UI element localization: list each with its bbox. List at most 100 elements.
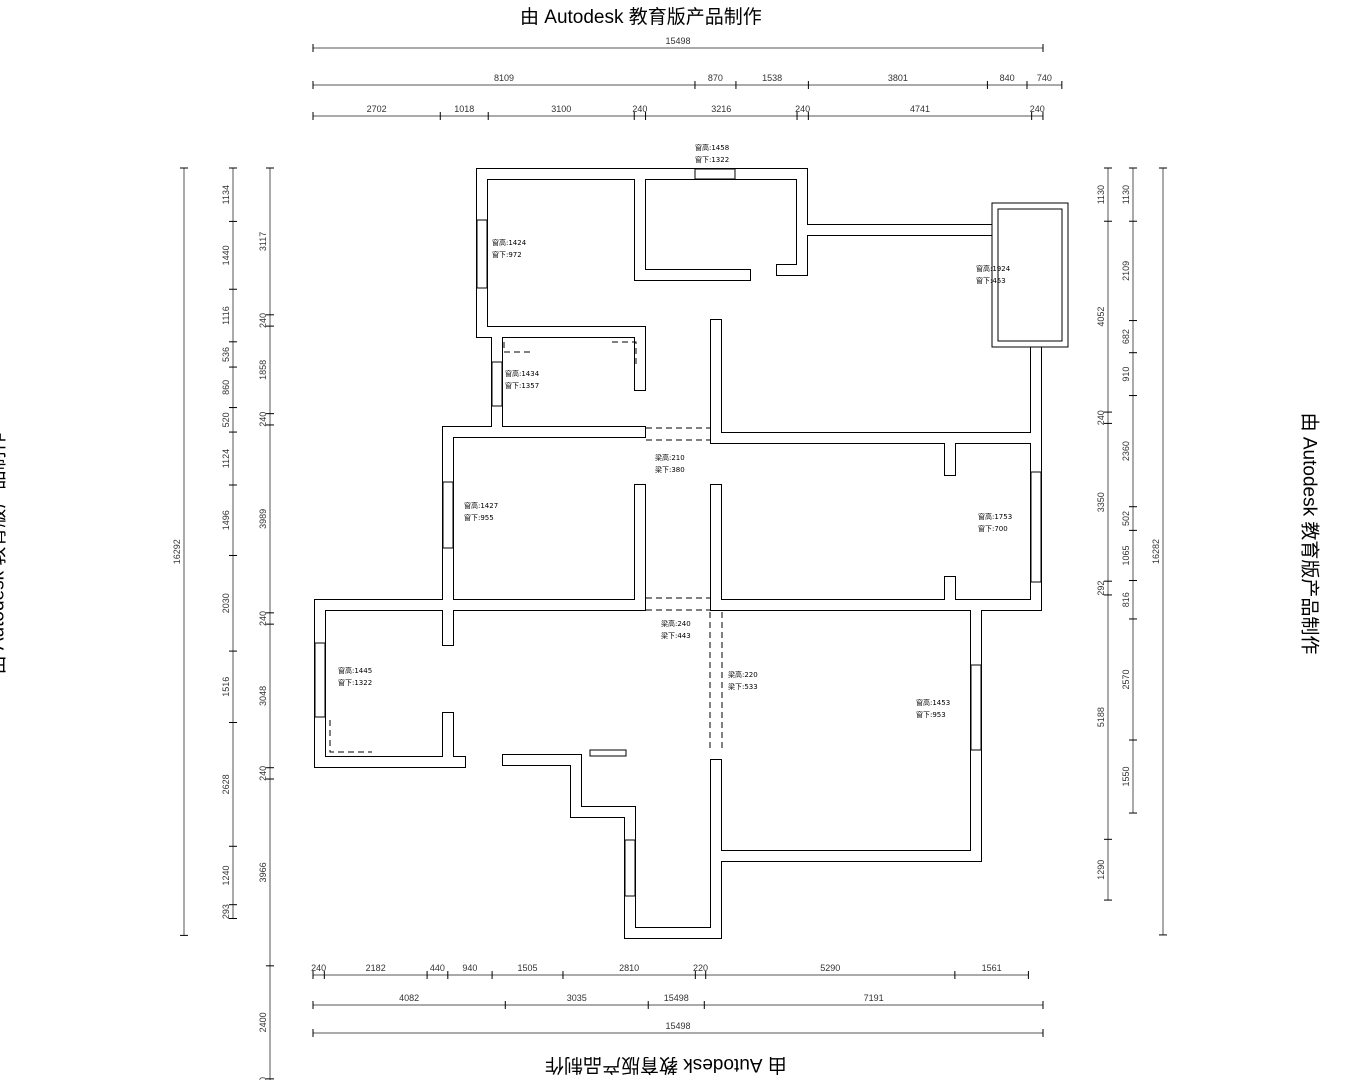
dimension-label: 2702: [367, 104, 387, 114]
dimension-label: 240: [258, 1077, 268, 1080]
dimension-label: 4082: [399, 993, 419, 1003]
room-label-line2: 窗下:1357: [505, 381, 539, 390]
room-label-line1: 窗高:1427: [464, 501, 498, 510]
room-label-line1: 窗高:1924: [976, 264, 1011, 273]
dimension-label: 15498: [664, 993, 689, 1003]
dimension-label: 4741: [910, 104, 930, 114]
dimension-label: 3035: [567, 993, 587, 1003]
dimension-label: 2360: [1121, 441, 1131, 461]
room-label-line2: 窗下:700: [978, 524, 1008, 533]
dimension-label: 1240: [221, 865, 231, 885]
room-label-line1: 梁高:240: [661, 619, 691, 628]
dimension-label: 3966: [258, 862, 268, 882]
dimension-label: 1858: [258, 360, 268, 380]
room-label-line2: 窗下:453: [976, 276, 1006, 285]
room-label-line1: 窗高:1453: [916, 698, 950, 707]
watermark-top: 由 Autodesk 教育版产品制作: [520, 7, 762, 28]
dimension-label: 1505: [518, 963, 538, 973]
dimension-label: 16292: [172, 539, 182, 564]
dimension-label: 2400: [258, 1012, 268, 1032]
dimension-label: 1440: [221, 245, 231, 265]
walls: [314, 168, 1042, 939]
dimension-label: 240: [311, 963, 326, 973]
dimension-label: 3350: [1096, 492, 1106, 512]
room-label-line1: 窗高:1458: [695, 143, 729, 152]
dimension-label: 240: [632, 104, 647, 114]
dimension-label: 870: [708, 73, 723, 83]
dimension-label: 3216: [711, 104, 731, 114]
beam-dashed-lines: [329, 341, 723, 753]
dimension-label: 293: [221, 904, 231, 919]
room-label-line1: 窗高:1445: [338, 666, 372, 675]
dimension-label: 3989: [258, 509, 268, 529]
dimension-label: 1018: [454, 104, 474, 114]
dimension-label: 240: [258, 611, 268, 626]
room-label-line1: 梁高:210: [655, 453, 685, 462]
room-label-line2: 梁下:443: [661, 631, 691, 640]
room-label-line2: 窗下:1322: [338, 678, 372, 687]
dimension-label: 240: [795, 104, 810, 114]
dimension-label: 5188: [1096, 707, 1106, 727]
dimension-label: 1130: [1096, 185, 1106, 204]
dimension-label: 1550: [1121, 767, 1131, 787]
dimension-label: 740: [1037, 73, 1052, 83]
dimension-label: 682: [1121, 329, 1131, 344]
dimension-label: 1561: [982, 963, 1002, 973]
dimension-label: 536: [221, 347, 231, 362]
dimension-label: 3117: [258, 232, 268, 251]
dimension-label: 15498: [665, 36, 690, 46]
dimension-label: 860: [221, 380, 231, 395]
dimension-label: 520: [221, 412, 231, 427]
room-label-line2: 窗下:972: [492, 250, 522, 259]
dimension-label: 2030: [221, 593, 231, 613]
dimension-label: 4052: [1096, 307, 1106, 327]
dimension-label: 2570: [1121, 669, 1131, 689]
room-label-line1: 窗高:1424: [492, 238, 527, 247]
dimension-label: 1130: [1121, 185, 1131, 204]
room-label-line1: 梁高:220: [728, 670, 758, 679]
room-label-line2: 梁下:533: [728, 682, 758, 691]
room-label-line1: 窗高:1753: [978, 512, 1012, 521]
dimension-label: 910: [1121, 367, 1131, 382]
dimension-label: 502: [1121, 511, 1131, 526]
dimension-label: 2182: [366, 963, 386, 973]
windows: [314, 168, 1069, 897]
room-label-line1: 窗高:1434: [505, 369, 540, 378]
room-label-line2: 窗下:1322: [695, 155, 729, 164]
dimension-label: 2109: [1121, 261, 1131, 281]
dimension-label: 840: [1000, 73, 1015, 83]
dimension-label: 816: [1121, 592, 1131, 607]
dimension-label: 240: [258, 412, 268, 427]
dimension-label: 292: [1096, 581, 1106, 596]
dimension-label: 1065: [1121, 545, 1131, 565]
dimension-label: 1134: [221, 185, 231, 204]
room-label-line2: 梁下:380: [655, 465, 685, 474]
dimension-label: 940: [462, 963, 477, 973]
dimension-label: 1290: [1096, 860, 1106, 880]
dimension-label: 3100: [551, 104, 571, 114]
dimension-label: 2810: [619, 963, 639, 973]
dimension-label: 240: [258, 766, 268, 781]
dimension-label: 3048: [258, 686, 268, 706]
dimension-label: 240: [1096, 410, 1106, 425]
dimension-label: 1496: [221, 510, 231, 530]
dimension-label: 8109: [494, 73, 514, 83]
room-labels: 窗高:1458 窗下:1322 窗高:1424 窗下:972 窗高:1924 窗下:453…: [338, 143, 1012, 719]
dimension-label: 3801: [888, 73, 908, 83]
dimension-label: 16282: [1151, 539, 1161, 564]
dimension-label: 440: [430, 963, 445, 973]
dimension-label: 1116: [221, 306, 231, 325]
dimension-label: 15498: [665, 1021, 690, 1031]
dimension-label: 5290: [820, 963, 840, 973]
room-label-line2: 窗下:953: [916, 710, 946, 719]
dimension-label: 7191: [864, 993, 884, 1003]
dimension-label: 2628: [221, 774, 231, 794]
dimension-label: 1516: [221, 677, 231, 697]
dimension-label: 220: [693, 963, 708, 973]
dimension-label: 1124: [221, 449, 231, 468]
dimension-label: 240: [1030, 104, 1045, 114]
dimension-label: 240: [258, 313, 268, 328]
room-label-line2: 窗下:955: [464, 513, 494, 522]
